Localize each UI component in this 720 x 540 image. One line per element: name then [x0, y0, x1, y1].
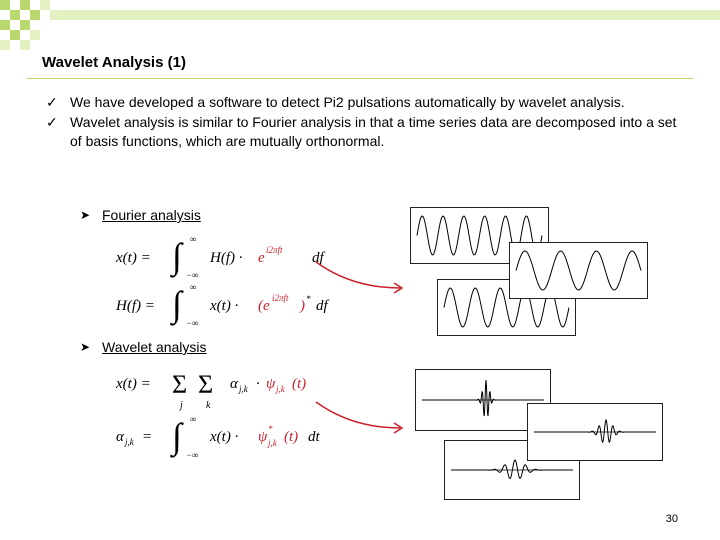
fourier-arrow: [315, 261, 404, 294]
svg-text:−∞: −∞: [186, 270, 199, 280]
svg-text:dt: dt: [308, 429, 321, 445]
svg-text:*: *: [306, 294, 311, 304]
svg-text:α: α: [116, 429, 125, 445]
bullet-item: ✓ We have developed a software to detect…: [46, 93, 686, 112]
svg-text:j,k: j,k: [275, 384, 286, 394]
arrowhead-icon: ➤: [80, 208, 91, 222]
svg-text:(e: (e: [258, 298, 270, 314]
svg-text:∞: ∞: [190, 234, 196, 244]
bullet-list: ✓ We have developed a software to detect…: [46, 93, 686, 152]
svg-text:x(t) ·: x(t) ·: [209, 429, 238, 445]
bullet-text: Wavelet analysis is similar to Fourier a…: [70, 114, 677, 149]
check-icon: ✓: [46, 114, 58, 130]
svg-text:·: ·: [256, 376, 260, 392]
wavelet-panel: [415, 369, 551, 431]
svg-text:e: e: [258, 250, 265, 266]
fourier-heading: ➤ Fourier analysis: [80, 207, 201, 223]
svg-text:(t): (t): [292, 376, 306, 392]
bullet-text: We have developed a software to detect P…: [70, 94, 625, 110]
svg-text:H(f) =: H(f) =: [115, 298, 155, 314]
header-decoration: [0, 0, 720, 50]
svg-text:ψ: ψ: [258, 429, 268, 445]
wavelet-arrow: [315, 401, 404, 434]
wavelet-panel: [527, 403, 663, 461]
svg-text:): ): [299, 298, 305, 314]
svg-text:x(t) =: x(t) =: [115, 376, 151, 392]
fourier-label: Fourier analysis: [102, 207, 201, 223]
svg-text:(t): (t): [284, 429, 298, 445]
svg-text:df: df: [316, 298, 330, 314]
svg-text:j,k: j,k: [267, 438, 278, 448]
svg-text:Σ: Σ: [198, 370, 213, 399]
sine-panel: [509, 242, 648, 299]
svg-text:x(t) =: x(t) =: [115, 250, 151, 266]
svg-text:*: *: [268, 424, 273, 434]
svg-text:−∞: −∞: [186, 450, 199, 460]
svg-text:k: k: [206, 400, 211, 411]
svg-text:∞: ∞: [190, 282, 196, 292]
svg-text:=: =: [142, 429, 152, 445]
wavelet-formulas: x(t) = Σ j Σ k α j,k · ψ j,k (t) α j,k =…: [115, 370, 321, 460]
svg-text:∞: ∞: [190, 414, 196, 424]
wavelet-heading: ➤ Wavelet analysis: [80, 339, 207, 355]
bullet-item: ✓ Wavelet analysis is similar to Fourier…: [46, 113, 686, 151]
svg-text:Σ: Σ: [172, 370, 187, 399]
slide-title: Wavelet Analysis (1): [42, 54, 186, 71]
page-number: 30: [665, 513, 678, 525]
svg-text:df: df: [312, 250, 326, 266]
title-rule: [26, 78, 694, 79]
svg-text:H(f) ·: H(f) ·: [209, 250, 243, 266]
arrowhead-icon: ➤: [80, 340, 91, 354]
fourier-formulas: x(t) = ∫ ∞ −∞ H(f) · e i2πft df H(f) = ∫…: [115, 234, 330, 328]
svg-text:−∞: −∞: [186, 318, 199, 328]
svg-text:i2πft: i2πft: [272, 293, 289, 303]
svg-text:∫: ∫: [170, 236, 184, 278]
svg-text:j,k: j,k: [124, 437, 135, 447]
svg-text:∫: ∫: [170, 416, 184, 458]
svg-text:i2πft: i2πft: [266, 245, 283, 255]
check-icon: ✓: [46, 94, 58, 110]
svg-text:α: α: [230, 376, 239, 392]
svg-text:j,k: j,k: [238, 384, 249, 394]
svg-text:∫: ∫: [170, 284, 184, 326]
svg-text:ψ: ψ: [266, 376, 276, 392]
wavelet-label: Wavelet analysis: [102, 339, 207, 355]
svg-text:x(t) ·: x(t) ·: [209, 298, 238, 314]
svg-text:j: j: [178, 400, 183, 411]
